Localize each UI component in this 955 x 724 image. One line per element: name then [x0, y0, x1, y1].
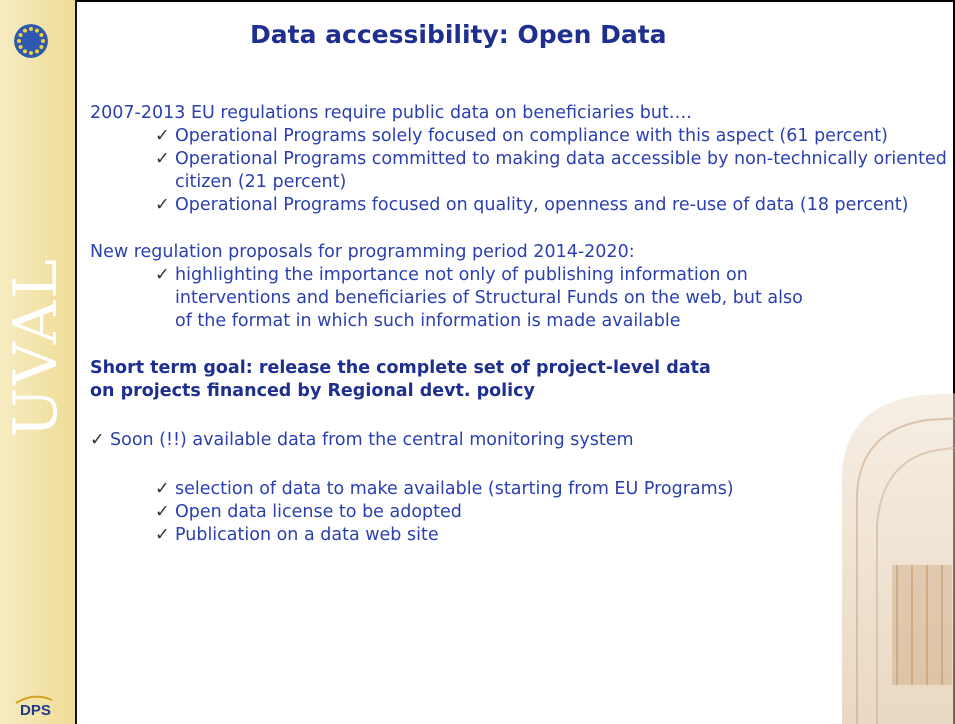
- bullet-item: highlighting the importance not only of …: [155, 264, 815, 333]
- eu-flag-icon: [14, 24, 48, 58]
- bullet-item: Soon (!!) available data from the centra…: [90, 429, 945, 452]
- dps-logo-text: DPS: [20, 702, 51, 719]
- bullet-item: Operational Programs focused on quality,…: [155, 194, 955, 217]
- slide-title: Data accessibility: Open Data: [250, 20, 667, 49]
- intro-text: 2007-2013 EU regulations require public …: [90, 103, 692, 123]
- slide-content: 2007-2013 EU regulations require public …: [90, 102, 947, 547]
- bullet-item: Open data license to be adopted: [155, 501, 765, 524]
- bullet-item: Publication on a data web site: [155, 524, 765, 547]
- sidebar: UVAL DPS: [0, 0, 75, 724]
- proposal-intro-text: New regulation proposals for programming…: [90, 242, 635, 262]
- dps-logo-icon: [15, 695, 53, 704]
- right-border: [953, 0, 955, 724]
- bullet-item: Operational Programs solely focused on c…: [155, 125, 955, 148]
- sidebar-uval-text: UVAL: [1, 257, 71, 438]
- bullet-item: Operational Programs committed to making…: [155, 148, 955, 194]
- sidebar-divider: [75, 0, 77, 724]
- bullet-item: selection of data to make available (sta…: [155, 478, 765, 501]
- top-border: [0, 0, 955, 2]
- goal-text: Short term goal: release the complete se…: [90, 358, 711, 401]
